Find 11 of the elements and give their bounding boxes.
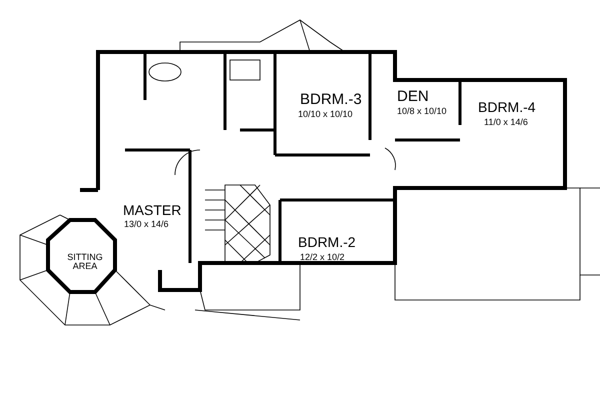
- room-name: SITTING AREA: [66, 253, 104, 271]
- room-dimensions: 10/10 x 10/10: [298, 110, 353, 119]
- room-name: DEN: [397, 89, 429, 104]
- room-name: BDRM.-4: [478, 100, 536, 114]
- room-dimensions: 13/0 x 14/6: [124, 220, 169, 229]
- room-dimensions: 10/8 x 10/10: [397, 107, 447, 116]
- room-name: MASTER: [123, 203, 182, 217]
- room-dimensions: 11/0 x 14/6: [484, 118, 528, 127]
- room-name: BDRM.-3: [300, 92, 362, 107]
- room-dimensions: 12/2 x 10/2: [300, 253, 345, 262]
- room-name: BDRM.-2: [298, 235, 356, 249]
